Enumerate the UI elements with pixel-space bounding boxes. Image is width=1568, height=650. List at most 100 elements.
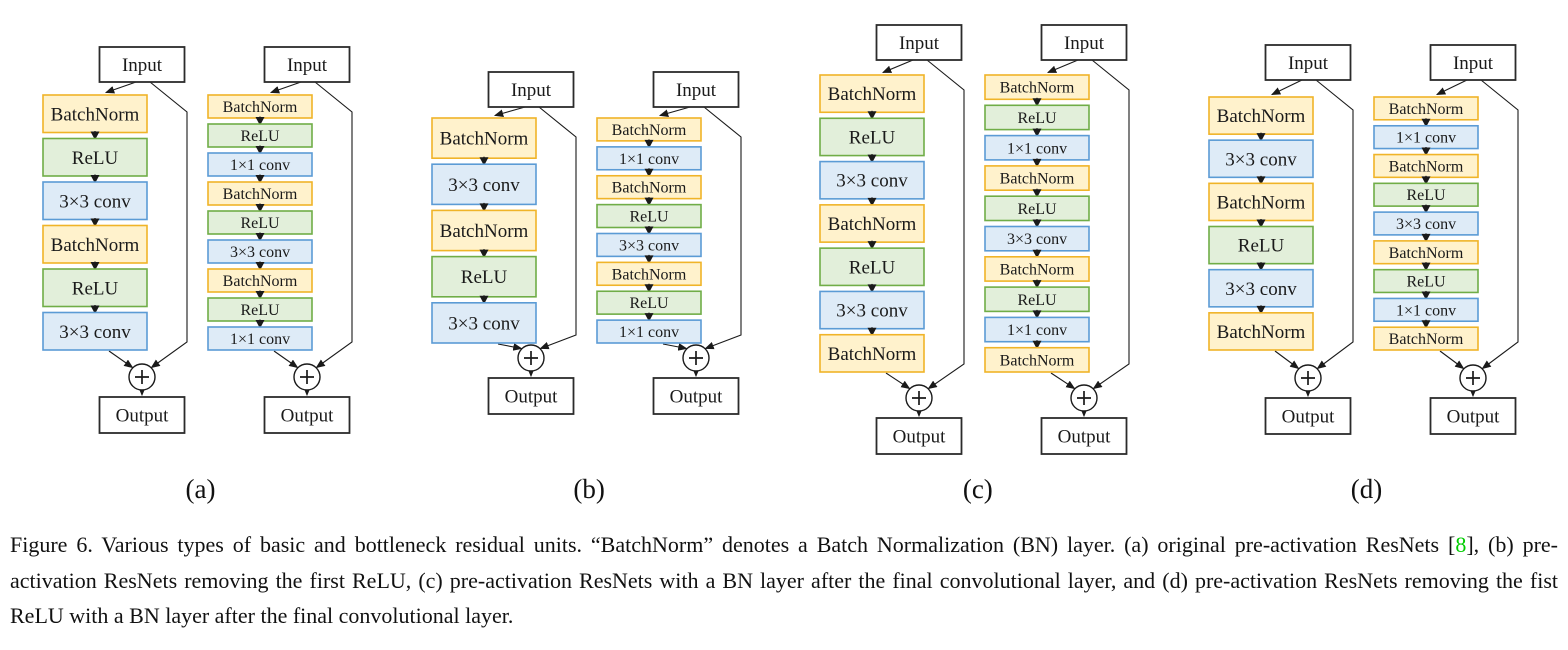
inter-layer-arrowhead-icon	[255, 320, 265, 329]
layer-label: BatchNorm	[1217, 322, 1306, 343]
inter-layer-arrowhead-icon	[1421, 205, 1431, 214]
layer-label: BatchNorm	[1217, 192, 1306, 213]
layer-box-batchnorm	[984, 255, 1091, 282]
layer-label: ReLU	[629, 209, 669, 226]
output-box	[487, 377, 575, 415]
inter-layer-arrowhead-icon	[255, 291, 265, 300]
input-to-stack-arrow	[493, 106, 525, 117]
inter-layer-arrowhead-icon	[1032, 310, 1042, 319]
input-box	[1040, 24, 1128, 61]
input-label: Input	[1288, 53, 1329, 74]
layer-label: ReLU	[1406, 187, 1446, 204]
layer-box-batchnorm	[1208, 312, 1314, 351]
stack-to-plus-arrow	[1051, 372, 1076, 390]
layer-box-conv	[207, 326, 313, 351]
layer-box-conv	[430, 163, 537, 206]
layer-label: 3×3 conv	[837, 301, 909, 322]
input-to-stack-arrow	[104, 81, 137, 94]
inter-layer-arrowhead-icon	[479, 157, 489, 166]
input-label: Input	[511, 80, 552, 101]
plus-sign-icon	[1300, 371, 1315, 385]
layer-label: 3×3 conv	[837, 171, 909, 192]
inter-layer-arrowhead-icon	[1421, 147, 1431, 157]
inter-layer-arrowhead-icon	[1032, 189, 1042, 198]
inter-layer-arrowhead-icon	[1256, 176, 1266, 185]
inter-layer-arrowhead-icon	[255, 233, 265, 242]
stack-to-plus-arrow	[273, 350, 299, 369]
layer-label: 3×3 conv	[448, 313, 520, 334]
input-label: Input	[1064, 33, 1105, 54]
output-box	[98, 396, 186, 434]
layer-box-relu	[819, 247, 926, 287]
layer-box-relu	[42, 137, 148, 177]
caption-text-after-citation: ], (b) pre-activation ResNets removing t…	[10, 532, 1558, 628]
layer-label: 3×3 conv	[1225, 279, 1297, 300]
layer-box-batchnorm	[984, 346, 1091, 373]
layer-box-relu	[984, 286, 1091, 313]
citation-ref-8[interactable]: 8	[1455, 532, 1467, 557]
layer-box-conv	[984, 134, 1091, 161]
output-box	[1429, 397, 1517, 435]
skip-connection-line	[314, 81, 353, 369]
inter-layer-arrowhead-icon	[1032, 280, 1042, 289]
output-label: Output	[1282, 407, 1336, 428]
output-label: Output	[893, 427, 947, 448]
skip-connection-line	[538, 106, 577, 350]
layer-box-batchnorm	[430, 209, 537, 252]
layer-box-batchnorm	[819, 204, 926, 243]
layer-label: BatchNorm	[439, 129, 528, 150]
inter-layer-arrowhead-icon	[1421, 233, 1431, 243]
layer-label: BatchNorm	[1000, 261, 1075, 278]
input-to-stack-arrow	[882, 59, 914, 74]
plus-sign-icon	[523, 351, 538, 365]
layer-label: 3×3 conv	[619, 237, 679, 254]
inter-layer-arrowhead-icon	[479, 295, 489, 305]
skip-connection-line	[703, 106, 742, 350]
inter-layer-arrowhead-icon	[644, 313, 654, 322]
layer-box-batchnorm	[984, 165, 1091, 191]
inter-layer-arrowhead-icon	[255, 262, 265, 271]
input-box	[487, 71, 575, 108]
panel-b-label: (b)	[573, 474, 605, 504]
layer-label: ReLU	[849, 127, 896, 148]
layer-label: 1×1 conv	[619, 151, 679, 168]
inter-layer-arrowhead-icon	[255, 204, 265, 213]
layer-label: BatchNorm	[1000, 80, 1075, 97]
layer-label: BatchNorm	[439, 221, 528, 242]
inter-layer-arrowhead-icon	[867, 111, 877, 120]
inter-layer-arrowhead-icon	[644, 226, 654, 235]
inter-layer-arrowhead-icon	[1256, 219, 1266, 228]
inter-layer-arrowhead-icon	[644, 168, 654, 178]
input-to-stack-arrow	[1047, 59, 1079, 74]
layer-label: BatchNorm	[1217, 106, 1306, 127]
layer-label: 1×1 conv	[1396, 130, 1456, 147]
inter-layer-arrowhead-icon	[90, 262, 100, 271]
layer-box-batchnorm	[1208, 96, 1314, 135]
output-box	[1264, 397, 1352, 435]
skip-connection-line	[1480, 79, 1519, 370]
plus-sign-icon	[1077, 391, 1092, 405]
layer-box-relu	[984, 195, 1091, 222]
inter-layer-arrowhead-icon	[1032, 158, 1042, 168]
layer-label: 3×3 conv	[448, 175, 520, 196]
input-box	[652, 71, 740, 108]
layer-label: ReLU	[72, 278, 119, 299]
layer-box-batchnorm	[42, 224, 148, 264]
layer-label: ReLU	[1406, 274, 1446, 291]
output-box	[875, 417, 963, 455]
inter-layer-arrowhead-icon	[644, 284, 654, 293]
layer-label: BatchNorm	[611, 266, 686, 283]
skip-connection-line	[1091, 59, 1130, 390]
stack-to-plus-arrow	[497, 343, 523, 351]
